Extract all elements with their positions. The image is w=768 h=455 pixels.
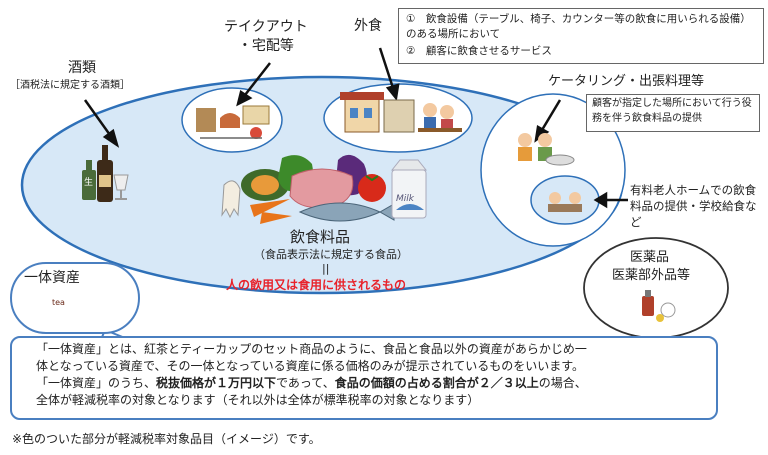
explanation-line-4: 全体が軽減税率の対象となります（それ以外は全体が標準税率の対象となります） [36,393,480,407]
food-definition: 人の飲用又は食用に供されるもの [226,278,407,292]
footnote: ※色のついた部分が軽減税率対象品目（イメージ）です。 [12,432,321,446]
explanation-line-3: 「一体資産」のうち、税抜価格が１万円以下であって、食品の価額の占める割合が２／３… [36,376,587,390]
food-title: 飲食料品 [290,228,351,246]
nursing-label: 有料老人ホームでの飲食料品の提供・学校給食など [630,183,757,230]
alcohol-label: 酒類 [68,60,96,76]
takeout-icons [196,105,270,139]
catering-note: 顧客が指定した場所において行う役務を伴う飲食料品の提供 [592,98,752,124]
catering-note-box [586,94,760,132]
explanation-line-2: 体となっている資産で、その一体となっている資産に係る価格のみが提示されているもの… [36,359,585,373]
equals-sign: || [322,262,330,275]
catering-icons [518,133,582,212]
sake-bottle-label: 生 [84,178,94,188]
food-sub: （食品表示法に規定する食品） [254,248,408,261]
dining-icons [340,92,462,133]
integrated-asset-label: 一体資産 [24,270,80,286]
medicine-icons [642,290,676,322]
medicine-label-2: 医薬部外品等 [612,268,691,283]
dining-condition-1a: ① 飲食設備（テーブル、椅子、カウンター等の飲食に用いられる設備）のある場所にお… [406,13,751,41]
takeout-label: テイクアウト ・宅配等 [224,19,308,54]
milk-label: Milk [396,194,414,204]
explanation-line-1: 「一体資産」とは、紅茶とティーカップのセット商品のように、食品と食品以外の資産が… [36,342,587,356]
dining-conditions-box [398,8,764,64]
nursing-circle [530,175,600,225]
dining-label: 外食 [354,18,382,34]
alcohol-bottles-icon [82,145,129,202]
integrated-asset-bubble [10,262,140,334]
dining-condition-2: ② 顧客に飲食させるサービス [406,45,552,57]
catering-label: ケータリング・出張料理等 [548,74,705,89]
food-items-icon [221,154,428,224]
medicine-label-1: 医薬品 [630,250,670,265]
alcohol-sub-label: ［酒税法に規定する酒類］ [10,80,130,91]
tea-label: tea [52,298,65,307]
explanation-box [10,336,718,420]
